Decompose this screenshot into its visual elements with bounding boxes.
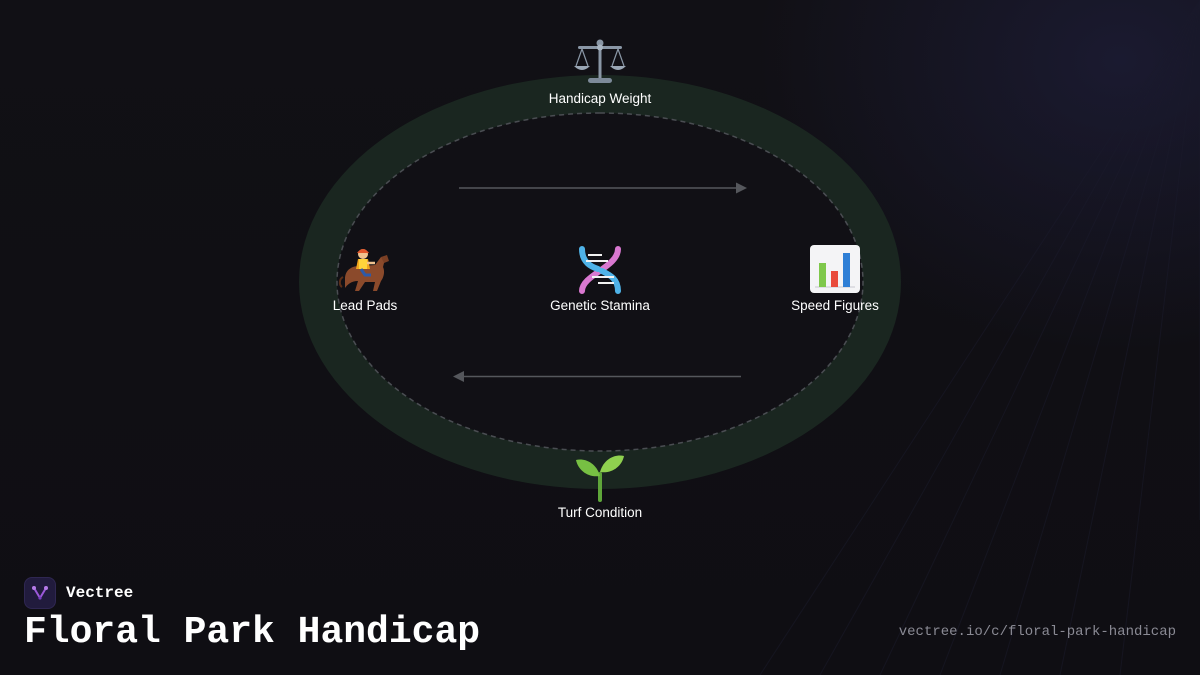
brand: Vectree — [24, 577, 133, 609]
node-speed-figures: Speed Figures — [745, 241, 925, 314]
arrow-right — [459, 182, 747, 194]
node-label: Lead Pads — [332, 298, 398, 313]
balance-scale-icon — [574, 39, 626, 83]
node-label: Turf Condition — [557, 505, 643, 520]
bar-chart-icon — [810, 245, 860, 293]
brand-name: Vectree — [66, 584, 134, 602]
seedling-icon — [576, 455, 624, 502]
arrow-left — [453, 371, 741, 382]
node-genetic-stamina: Genetic Stamina — [510, 241, 690, 314]
horse-racing-icon — [338, 249, 389, 291]
page-url: vectree.io/c/floral-park-handicap — [898, 624, 1176, 640]
node-turf-condition: Turf Condition — [510, 448, 690, 521]
node-lead-pads: Lead Pads — [275, 241, 455, 314]
vectree-logo-icon — [24, 577, 56, 609]
node-label: Genetic Stamina — [550, 298, 650, 313]
page-title: Floral Park Handicap — [24, 611, 481, 654]
dna-icon — [579, 246, 621, 294]
track-dashed-rail — [336, 112, 864, 452]
node-label: Speed Figures — [791, 298, 879, 313]
node-handicap-weight: Handicap Weight — [510, 34, 690, 107]
node-label: Handicap Weight — [548, 91, 652, 106]
